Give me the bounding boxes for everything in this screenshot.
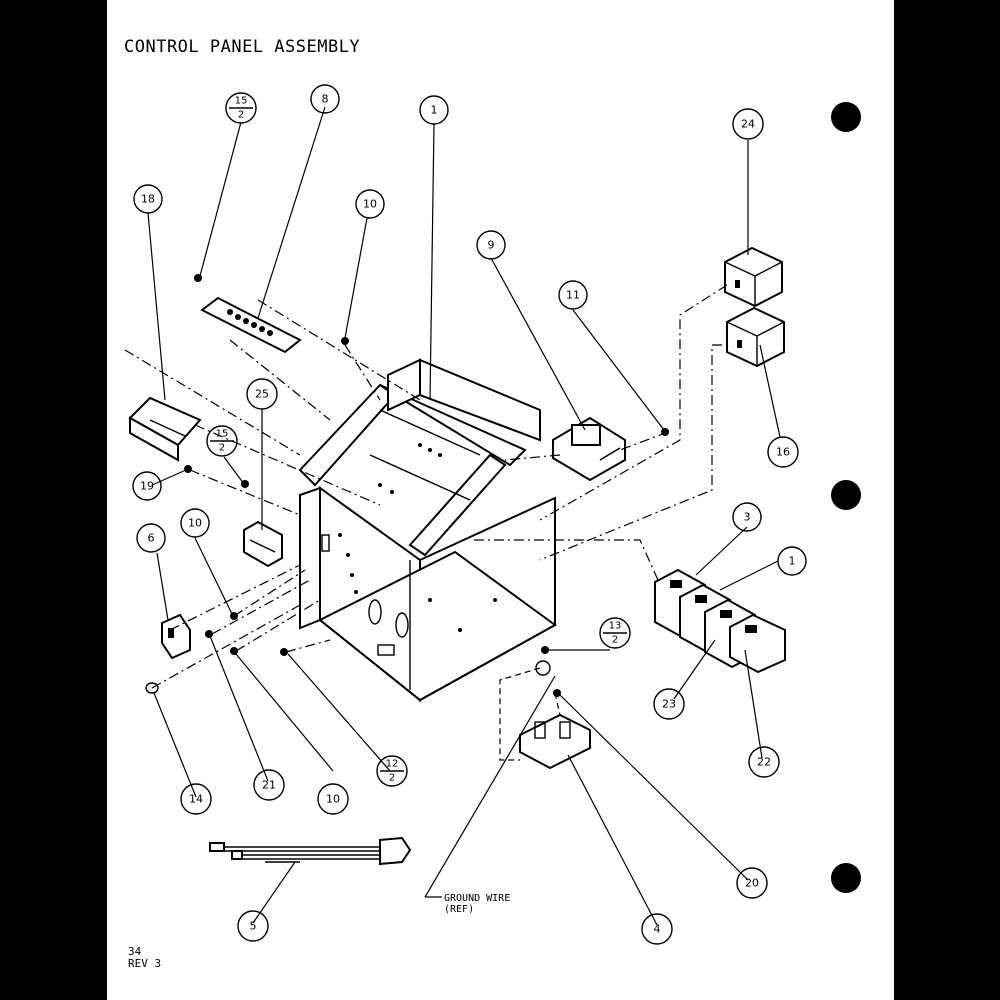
callout-25: 25 bbox=[246, 378, 278, 410]
svg-text:1: 1 bbox=[789, 555, 796, 568]
svg-text:12: 12 bbox=[386, 759, 399, 770]
svg-text:2: 2 bbox=[219, 443, 225, 454]
svg-text:10: 10 bbox=[326, 793, 340, 806]
transformer-part-9 bbox=[552, 416, 626, 482]
capacitor-bank bbox=[654, 568, 786, 674]
binder-hole-bottom bbox=[831, 863, 861, 893]
page-footer: 34 REV 3 bbox=[128, 946, 161, 970]
svg-text:21: 21 bbox=[262, 779, 276, 792]
callout-10-bottom: 10 bbox=[317, 783, 349, 815]
svg-text:11: 11 bbox=[566, 289, 580, 302]
callout-11: 11 bbox=[558, 280, 588, 310]
ground-wire-label: GROUND WIRE (REF) bbox=[444, 893, 510, 915]
svg-text:18: 18 bbox=[141, 193, 155, 206]
ground-wire-line1: GROUND WIRE bbox=[444, 893, 511, 904]
svg-text:9: 9 bbox=[488, 239, 495, 252]
svg-text:10: 10 bbox=[188, 517, 202, 530]
callouts: 1 8 10 9 11 24 16 18 25 19 10 6 3 1 23 2… bbox=[132, 84, 807, 945]
svg-text:24: 24 bbox=[741, 118, 755, 131]
paper-page bbox=[107, 0, 894, 1000]
binder-hole-top bbox=[831, 102, 861, 132]
screw-part-12 bbox=[280, 648, 288, 656]
svg-text:14: 14 bbox=[189, 793, 203, 806]
fraction-callout-12: 12 2 bbox=[376, 755, 408, 787]
page-number: 34 bbox=[128, 945, 142, 958]
svg-text:8: 8 bbox=[322, 93, 329, 106]
chassis-part-1 bbox=[298, 358, 557, 703]
svg-text:22: 22 bbox=[757, 756, 771, 769]
callout-20: 20 bbox=[736, 867, 768, 899]
callout-6: 6 bbox=[136, 523, 166, 553]
page-title: CONTROL PANEL ASSEMBLY bbox=[124, 37, 361, 57]
nut-part-10-bottom bbox=[230, 647, 238, 655]
screw-part-13 bbox=[541, 646, 549, 654]
svg-text:3: 3 bbox=[744, 511, 751, 524]
callout-9: 9 bbox=[476, 230, 506, 260]
callout-14: 14 bbox=[180, 783, 212, 815]
callout-24: 24 bbox=[732, 108, 764, 140]
callout-8: 8 bbox=[310, 84, 340, 114]
callout-21: 21 bbox=[253, 769, 285, 801]
assembly-lines bbox=[124, 284, 728, 761]
relay-part-16 bbox=[726, 306, 785, 368]
callout-19: 19 bbox=[132, 471, 162, 501]
terminal-block-part-4 bbox=[519, 689, 591, 770]
fraction-callout-13: 13 2 bbox=[599, 617, 631, 649]
callout-4: 4 bbox=[641, 913, 673, 945]
svg-text:1: 1 bbox=[431, 104, 438, 117]
svg-text:15: 15 bbox=[235, 96, 248, 107]
binder-hole-middle bbox=[831, 480, 861, 510]
svg-text:15: 15 bbox=[216, 429, 229, 440]
callout-1-top: 1 bbox=[419, 95, 449, 125]
callout-23: 23 bbox=[653, 688, 685, 720]
relay-part-24 bbox=[724, 246, 783, 308]
svg-text:16: 16 bbox=[776, 446, 790, 459]
svg-text:13: 13 bbox=[609, 621, 622, 632]
callout-1-right: 1 bbox=[777, 546, 807, 576]
screw-part-21 bbox=[205, 630, 213, 638]
callout-22: 22 bbox=[748, 746, 780, 778]
leader-lines bbox=[147, 106, 781, 926]
svg-text:23: 23 bbox=[662, 698, 676, 711]
wire-harness-part-5 bbox=[209, 836, 412, 866]
callout-10-top: 10 bbox=[355, 189, 385, 219]
svg-text:5: 5 bbox=[250, 920, 257, 933]
svg-text:19: 19 bbox=[140, 480, 154, 493]
switch-part-6 bbox=[161, 613, 191, 660]
ground-wire-line2: (REF) bbox=[444, 904, 475, 915]
svg-text:2: 2 bbox=[238, 110, 244, 121]
svg-text:4: 4 bbox=[654, 923, 661, 936]
svg-text:20: 20 bbox=[745, 877, 759, 890]
callout-16: 16 bbox=[767, 436, 799, 468]
callout-5: 5 bbox=[237, 910, 269, 942]
callout-18: 18 bbox=[133, 184, 163, 214]
bracket-part-18 bbox=[128, 396, 202, 473]
terminal-strip-part-8 bbox=[194, 274, 302, 354]
ground-lug bbox=[535, 660, 551, 676]
svg-text:10: 10 bbox=[363, 198, 377, 211]
screw-part-10-top bbox=[341, 337, 349, 345]
svg-text:2: 2 bbox=[389, 773, 395, 784]
svg-text:2: 2 bbox=[612, 635, 618, 646]
grommet-part-14 bbox=[145, 682, 159, 694]
fraction-callout-15-top: 15 2 bbox=[225, 92, 257, 124]
callout-10-left: 10 bbox=[180, 508, 210, 538]
revision-label: REV 3 bbox=[128, 957, 162, 970]
fraction-callout-15-mid: 15 2 bbox=[206, 425, 238, 457]
svg-text:6: 6 bbox=[148, 532, 155, 545]
svg-text:25: 25 bbox=[255, 388, 269, 401]
callout-3: 3 bbox=[732, 502, 762, 532]
